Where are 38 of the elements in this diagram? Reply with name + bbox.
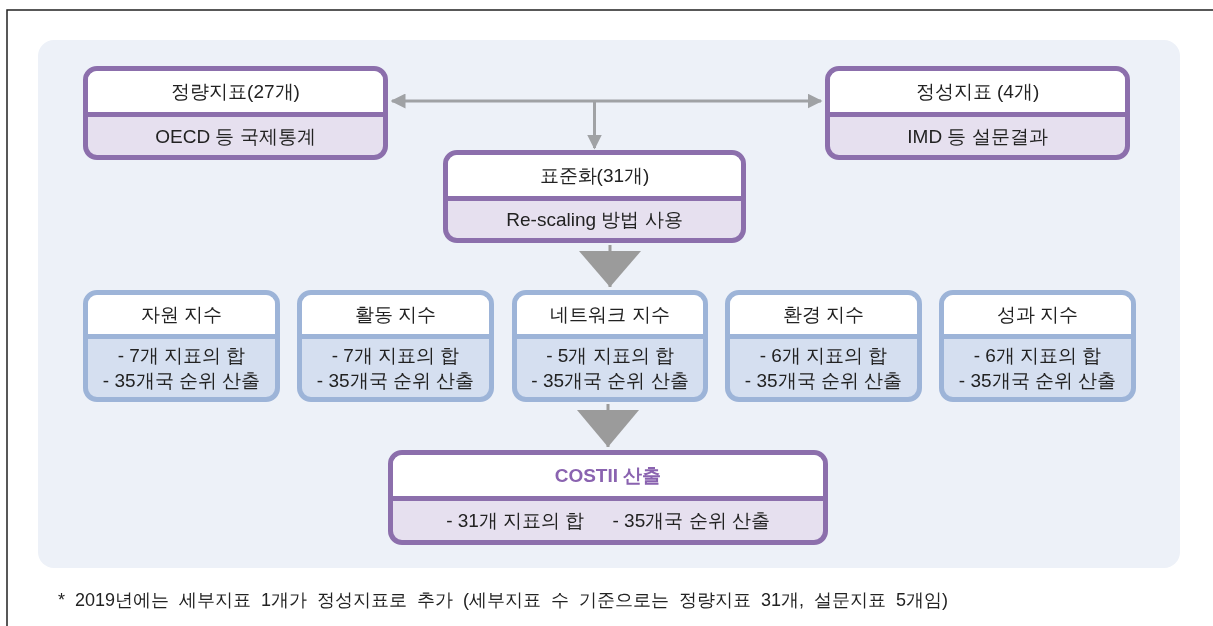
- box-text: - 35개국 순위 산출: [744, 369, 903, 393]
- process-box: [297, 290, 494, 402]
- box-heading: 환경 지수: [782, 302, 865, 327]
- footnote: * 2019년에는 세부지표 1개가 정성지표로 추가 (세부지표 수 기준으로는 정량지표 31개, 설문지표 5개임): [58, 589, 949, 612]
- box-text: - 35개국 순위 산출: [612, 509, 770, 533]
- box-text: - 35개국 순위 산출: [958, 369, 1117, 393]
- process-box: [725, 290, 922, 402]
- chevron-arrow: [579, 245, 641, 287]
- box-heading: 자원 지수: [140, 302, 223, 327]
- process-box: [83, 290, 280, 402]
- box-text: - 35개국 순위 산출: [102, 369, 261, 393]
- box-text: - 7개 지표의 합: [331, 344, 460, 368]
- process-box: [83, 66, 388, 160]
- process-box: [388, 450, 828, 545]
- process-box: [939, 290, 1136, 402]
- box-text: IMD 등 설문결과: [907, 124, 1048, 149]
- box-heading: 정성지표 (4개): [915, 79, 1040, 104]
- chevron-arrow: [577, 404, 639, 447]
- box-text: - 35개국 순위 산출: [531, 369, 689, 393]
- box-text: - 6개 지표의 합: [759, 344, 888, 368]
- arrow: [390, 93, 823, 109]
- box-heading: 성과 지수: [996, 302, 1079, 327]
- box-heading: 정량지표(27개): [171, 79, 300, 104]
- box-text: - 35개국 순위 산출: [316, 369, 475, 393]
- process-box: [443, 150, 746, 243]
- process-box: [512, 290, 708, 402]
- box-heading: COSTII 산출: [554, 463, 662, 488]
- box-text: OECD 등 국제통계: [155, 124, 316, 149]
- box-text: - 5개 지표의 합: [546, 344, 674, 368]
- box-text: Re-scaling 방법 사용: [506, 208, 683, 232]
- box-heading: 표준화(31개): [539, 163, 650, 188]
- box-text: - 7개 지표의 합: [117, 344, 246, 368]
- box-heading: 활동 지수: [354, 302, 437, 327]
- arrow: [587, 101, 602, 150]
- box-text: - 6개 지표의 합: [973, 344, 1102, 368]
- box-heading: 네트워크 지수: [550, 302, 670, 327]
- box-text: - 31개 지표의 합: [446, 509, 585, 533]
- process-box: [825, 66, 1130, 160]
